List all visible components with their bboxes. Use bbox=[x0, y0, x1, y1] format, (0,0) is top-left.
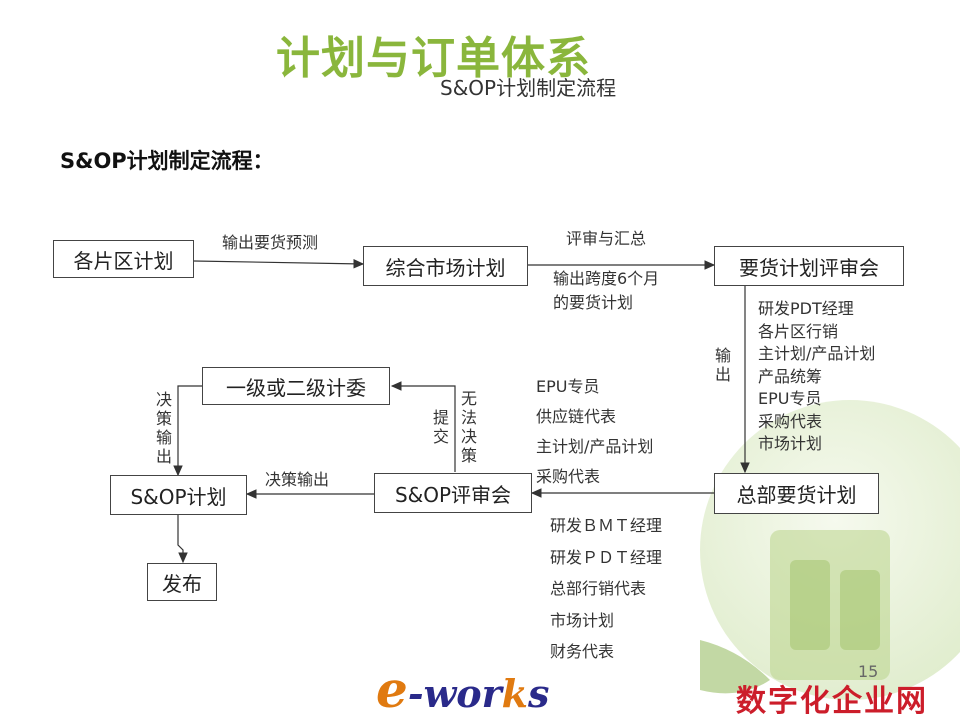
participant-item: 主计划/产品计划 bbox=[536, 437, 654, 456]
label-output-vertical: 输出 bbox=[714, 346, 731, 384]
node-demand-review-meeting: 要货计划评审会 bbox=[714, 246, 904, 286]
site-name: 数字化企业网 bbox=[736, 684, 928, 719]
label-cannot-decide: 无法决策 bbox=[460, 389, 477, 465]
node-publish: 发布 bbox=[147, 563, 217, 601]
node-regional-plan: 各片区计划 bbox=[53, 240, 194, 278]
edge-regional-to-integrated bbox=[193, 259, 365, 269]
participant-item: 研发ＢＭＴ经理 bbox=[550, 516, 663, 535]
node-sop-plan: S&OP计划 bbox=[110, 475, 247, 515]
participant-item: 市场计划 bbox=[550, 610, 615, 630]
page-number: 15 bbox=[858, 662, 879, 681]
demand-review-participants: 研发PDT经理各片区行销主计划/产品计划产品统筹 EPU专员采购代表市场计划 bbox=[758, 298, 875, 456]
participant-item: EPU专员 bbox=[536, 377, 600, 396]
label-output-span-1: 输出跨度6个月 bbox=[553, 269, 660, 288]
participant-item: 主计划/产品计划 bbox=[758, 344, 876, 363]
node-sop-review-meeting: S&OP评审会 bbox=[374, 473, 532, 513]
edge-sop-plan-to-publish bbox=[177, 515, 188, 564]
participant-item: 供应链代表 bbox=[536, 407, 617, 426]
participant-item: 产品统筹 bbox=[758, 366, 823, 386]
participant-item: 研发PDT经理 bbox=[758, 299, 854, 318]
participant-item: 总部行销代表 bbox=[550, 579, 647, 598]
participant-item: 市场计划 bbox=[758, 434, 823, 453]
participant-item: 财务代表 bbox=[550, 642, 615, 661]
page-title: 计划与订单体系 bbox=[276, 33, 591, 84]
participant-item: EPU专员 bbox=[758, 389, 822, 408]
node-integrated-market-plan: 综合市场计划 bbox=[363, 246, 528, 286]
edge-committee-to-sop-plan bbox=[173, 385, 202, 477]
label-decision-output-vertical: 决策输出 bbox=[155, 390, 172, 466]
eworks-logo: e-works bbox=[376, 660, 550, 719]
label-review-summary: 评审与汇总 bbox=[566, 229, 647, 248]
participant-item: 各片区行销 bbox=[758, 321, 839, 341]
label-submit: 提交 bbox=[432, 408, 449, 446]
page-subtitle: S&OP计划制定流程 bbox=[440, 76, 617, 100]
participant-item: 采购代表 bbox=[758, 411, 823, 431]
node-committee: 一级或二级计委 bbox=[202, 367, 390, 405]
label-decision-output: 决策输出 bbox=[265, 470, 330, 489]
section-heading: S&OP计划制定流程： bbox=[60, 149, 274, 173]
label-output-span-2: 的要货计划 bbox=[553, 293, 634, 312]
edge-sop-review-to-committee bbox=[390, 381, 456, 472]
hq-to-sop-participants: EPU专员供应链代表主计划/产品计划采购代表 bbox=[536, 372, 653, 492]
node-hq-demand-plan: 总部要货计划 bbox=[714, 473, 879, 514]
participant-item: 采购代表 bbox=[536, 467, 601, 486]
label-output-forecast: 输出要货预测 bbox=[222, 233, 319, 252]
participant-item: 研发ＰＤＴ经理 bbox=[550, 547, 663, 567]
sop-review-participants: 研发ＢＭＴ经理研发ＰＤＴ经理总部行销代表市场计划财务代表 bbox=[550, 510, 662, 668]
